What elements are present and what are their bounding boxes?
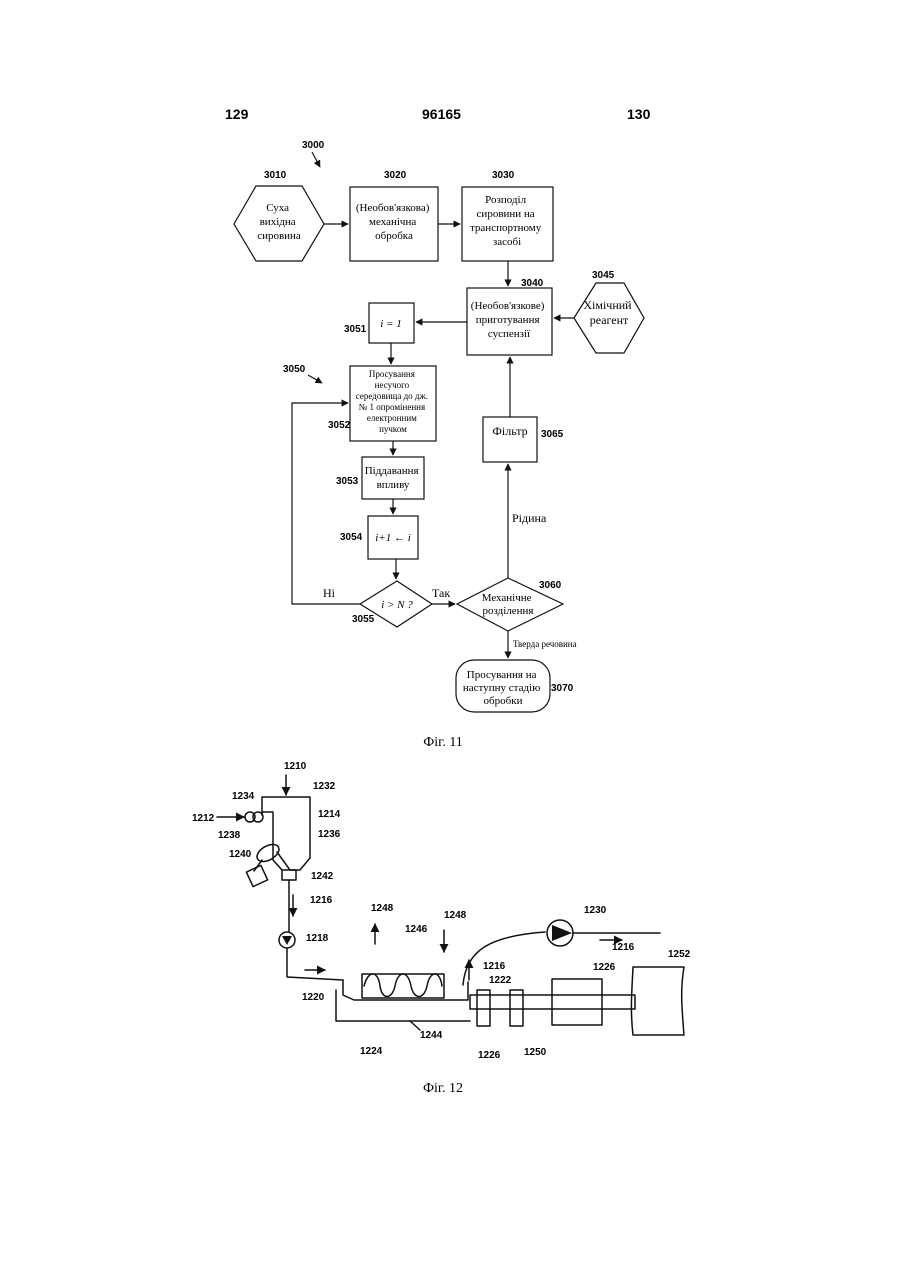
- ref-1240: 1240: [229, 849, 252, 860]
- ref-1212: 1212: [192, 813, 215, 824]
- label-solid: Тверда речовина: [513, 639, 577, 649]
- mechanical-treatment-label: (Необов'язкова) механічна обробка: [356, 202, 432, 242]
- pump-1230-triangle: [552, 925, 572, 941]
- ref-3050-arrow: [308, 375, 322, 383]
- fig11-caption: Фіг. 11: [423, 735, 463, 750]
- ref-3000-arrow: [312, 152, 320, 167]
- ref-1248-a: 1248: [371, 903, 394, 914]
- exposure-label: Піддавання впливу: [365, 465, 422, 491]
- page-number-left: 129: [225, 106, 249, 122]
- ref-1220: 1220: [302, 992, 325, 1003]
- ref-1216-b: 1216: [483, 961, 506, 972]
- page-number-right: 130: [627, 106, 651, 122]
- ref-3050: 3050: [283, 364, 306, 375]
- ref-1246: 1246: [405, 924, 428, 935]
- hopper-outline: [262, 797, 310, 870]
- ref-1236: 1236: [318, 829, 341, 840]
- ref-1218: 1218: [306, 933, 329, 944]
- feed-pipe: [287, 948, 343, 980]
- mechanical-separation-label: Механічне розділення: [482, 592, 535, 617]
- ref-3060: 3060: [539, 580, 562, 591]
- mixer-motor: [246, 865, 267, 886]
- ref-3000: 3000: [302, 140, 325, 151]
- mixer-blade: [254, 841, 282, 865]
- ref-1224: 1224: [360, 1046, 383, 1057]
- next-stage-label: Просування на наступну стадію обробки: [463, 669, 543, 707]
- ref-1238: 1238: [218, 830, 241, 841]
- beam-chamber-1246: [362, 974, 444, 998]
- ref-3040: 3040: [521, 278, 544, 289]
- controller-1252: [631, 967, 684, 1035]
- ref-3052: 3052: [328, 420, 351, 431]
- ref-1242: 1242: [311, 871, 334, 882]
- motor-1226: [552, 979, 602, 1025]
- ref-1244: 1244: [420, 1030, 443, 1041]
- label-yes: Так: [432, 586, 450, 600]
- ref-3053: 3053: [336, 476, 359, 487]
- ref-1210: 1210: [284, 761, 307, 772]
- advance-conveyor-label: Просування несучого середовища до дж. № …: [356, 369, 430, 434]
- dry-feedstock-label: Суха вихідна сировина: [257, 202, 301, 242]
- chemical-reagent-label: Хімічний реагент: [583, 298, 634, 327]
- ref-3010: 3010: [264, 170, 287, 181]
- i-init-label: i = 1: [380, 318, 401, 330]
- filter-label: Фільтр: [492, 424, 527, 438]
- increment-label: i+1 ← i: [375, 532, 411, 544]
- feedstock-distribution-label: Розподіл сировини на транспортному засоб…: [470, 194, 544, 248]
- ref-1222: 1222: [489, 975, 512, 986]
- ref-3030: 3030: [492, 170, 515, 181]
- ref-1248-b: 1248: [444, 910, 467, 921]
- ref-3065: 3065: [541, 429, 564, 440]
- decision-label: i > N ?: [381, 599, 413, 611]
- ref-1226-a: 1226: [478, 1050, 501, 1061]
- ref-1214: 1214: [318, 809, 341, 820]
- exposure-box: [362, 457, 424, 499]
- ref-1252: 1252: [668, 949, 691, 960]
- ref-1226-b: 1226: [593, 962, 616, 973]
- ref-1230: 1230: [584, 905, 607, 916]
- label-no: Ні: [323, 586, 336, 600]
- ref-1244-leader: [410, 1021, 420, 1030]
- ref-3051: 3051: [344, 324, 367, 335]
- ref-1216-c: 1216: [612, 942, 635, 953]
- label-liquid: Рідина: [512, 511, 547, 525]
- ref-3070: 3070: [551, 683, 574, 694]
- patent-number: 96165: [422, 106, 461, 122]
- ref-1250: 1250: [524, 1047, 547, 1058]
- fig12-caption: Фіг. 12: [423, 1081, 463, 1096]
- beam-coil: [364, 974, 442, 997]
- ref-3054: 3054: [340, 532, 363, 543]
- ref-1216-a: 1216: [310, 895, 333, 906]
- ref-3055: 3055: [352, 614, 375, 625]
- slurry-preparation-label: (Необов'язкове) приготування суспензії: [471, 300, 547, 340]
- pump-1218-triangle: [282, 936, 292, 945]
- trough-lower: [336, 990, 470, 1021]
- ref-1234: 1234: [232, 791, 255, 802]
- ref-3020: 3020: [384, 170, 407, 181]
- hopper-outlet: [282, 870, 296, 880]
- ref-1232: 1232: [313, 781, 336, 792]
- ref-3045: 3045: [592, 270, 615, 281]
